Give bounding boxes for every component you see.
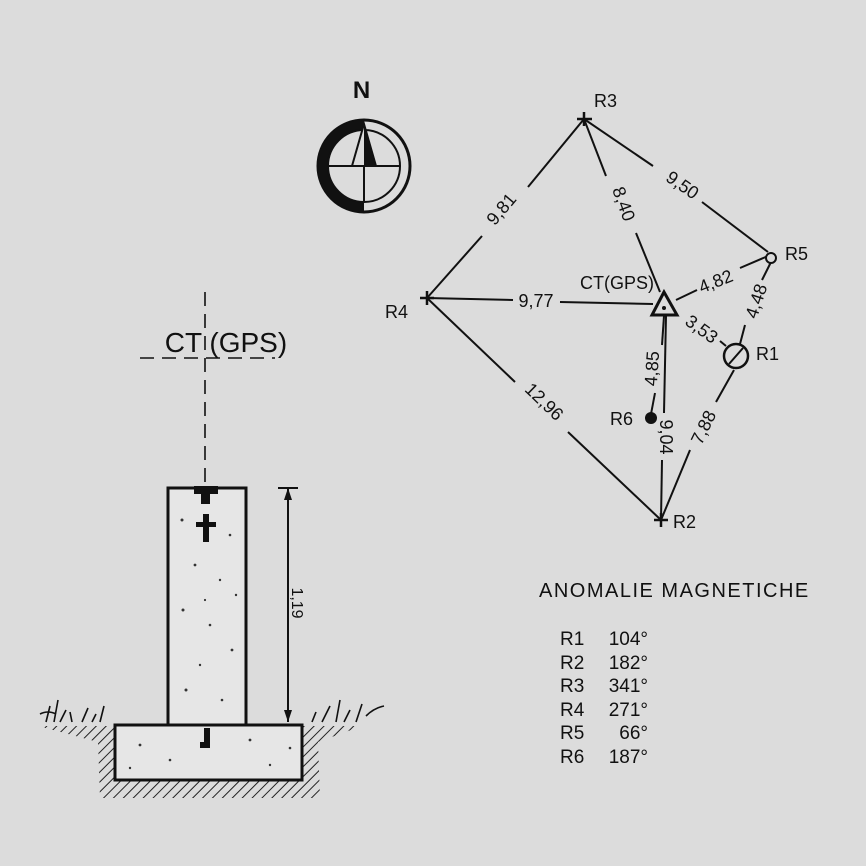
line-r3-r5 (583, 118, 654, 167)
compass-needle-dark (364, 124, 376, 166)
anomaly-id: R3 (560, 676, 585, 697)
line-r1-r2b (660, 449, 691, 521)
anomaly-value: 271° (608, 699, 648, 721)
dist-r3-ct: 8,40 (608, 184, 639, 224)
grass-left-icon (39, 699, 105, 723)
dist-r1-r2: 7,88 (687, 407, 720, 447)
anomaly-row: R1 104° (560, 628, 648, 652)
anomaly-row: R4 271° (560, 699, 648, 723)
dist-ct-r1: 3,53 (681, 311, 721, 348)
label-r6: R6 (610, 409, 633, 429)
north-label: N (353, 77, 371, 104)
anomaly-row: R3 341° (560, 675, 648, 699)
anomaly-value: 341° (608, 676, 648, 697)
line-r4-ct (426, 297, 514, 301)
anomaly-id: R2 (560, 652, 585, 674)
dimension-arrow-bottom (284, 710, 292, 722)
triangle-marker-ct (649, 288, 680, 317)
line-ct-r5 (675, 289, 698, 301)
label-r4: R4 (385, 302, 408, 322)
anomaly-row: R5 66° (560, 722, 648, 746)
anomalies-title: ANOMALIE MAGNETICHE (539, 580, 810, 602)
line-ct-r6b (650, 392, 656, 415)
circle-marker-r1-slash (728, 347, 744, 365)
anomaly-id: R6 (560, 746, 585, 768)
cross-marker-r4 (420, 291, 434, 305)
anchor-rod-icon (200, 728, 210, 748)
line-ct-r6 (661, 315, 665, 346)
dist-ct-r2: 9,04 (656, 419, 676, 454)
anomaly-row: R2 182° (560, 652, 648, 676)
survey-bolt-icon (194, 486, 218, 542)
triangle-center-dot (662, 306, 666, 310)
line-r5-r1 (761, 261, 772, 281)
label-r3: R3 (594, 91, 617, 111)
anomaly-row: R6 187° (560, 746, 648, 770)
dimension-arrow-top (284, 488, 292, 500)
line-r1-r2 (715, 369, 735, 403)
ground-hatch-right (302, 726, 362, 742)
cross-marker-r3 (577, 112, 592, 126)
line-ct-r5b (739, 255, 769, 269)
compass-dark-half (318, 120, 364, 212)
station-markers (420, 112, 777, 527)
dist-r3-r5: 9,50 (662, 167, 702, 203)
line-r4-r2b (567, 431, 662, 521)
anomalies-list: R1 104° R2 182° R3 341° R4 271° R5 66° R6 187° (560, 628, 648, 769)
ground-hatch-left (38, 726, 115, 742)
dist-r4-r3: 9,81 (482, 189, 520, 229)
label-ct-gps: CT(GPS) (580, 273, 654, 293)
dot-marker-r6 (645, 412, 657, 424)
monument-label: CT (GPS) (165, 327, 287, 358)
label-r2: R2 (673, 512, 696, 532)
anomaly-id: R1 (560, 629, 585, 650)
monument-section: CT (GPS) 1,19 (38, 292, 385, 798)
anomalies-panel: ANOMALIE MAGNETICHE (539, 580, 810, 603)
line-ct-r2b (660, 459, 663, 521)
anomaly-id: R4 (560, 699, 585, 721)
anomaly-value: 66° (619, 723, 648, 744)
ground-hatch-pit (98, 742, 320, 798)
concrete-speckles (128, 518, 292, 770)
survey-network-lines (426, 118, 772, 521)
line-ct-r2 (663, 315, 667, 414)
line-ct-r1 (719, 340, 727, 347)
line-r5-r1b (739, 324, 746, 345)
height-dimension-label: 1,19 (288, 587, 305, 618)
line-r4-r3b (527, 118, 585, 188)
point-labels: R3 R4 R5 R1 R2 R6 CT(GPS) (385, 91, 808, 532)
anomaly-value: 182° (608, 652, 648, 674)
line-r3-ct (583, 118, 607, 177)
cross-marker-r2 (654, 513, 668, 527)
small-circle-marker-r5 (765, 252, 777, 264)
label-r1: R1 (756, 344, 779, 364)
line-r3-r5b (701, 201, 769, 253)
anomaly-value: 104° (608, 629, 648, 650)
label-r5: R5 (785, 244, 808, 264)
anomaly-value: 187° (608, 746, 648, 768)
dist-r4-r2: 12,96 (521, 379, 567, 425)
dist-ct-r5: 4,82 (696, 266, 736, 298)
line-r4-r3 (426, 235, 483, 299)
dist-r5-r1: 4,48 (741, 281, 771, 321)
line-r4-ct-b (559, 301, 654, 305)
north-arrow-compass: N (316, 77, 412, 214)
line-r3-ct-b (635, 232, 661, 293)
grass-right-icon (311, 699, 385, 723)
circle-marker-r1 (722, 342, 750, 370)
dist-r4-ct: 9,77 (518, 291, 553, 311)
anomaly-id: R5 (560, 723, 585, 744)
dist-ct-r6: 4,85 (641, 350, 663, 386)
line-r4-r2 (426, 297, 516, 383)
